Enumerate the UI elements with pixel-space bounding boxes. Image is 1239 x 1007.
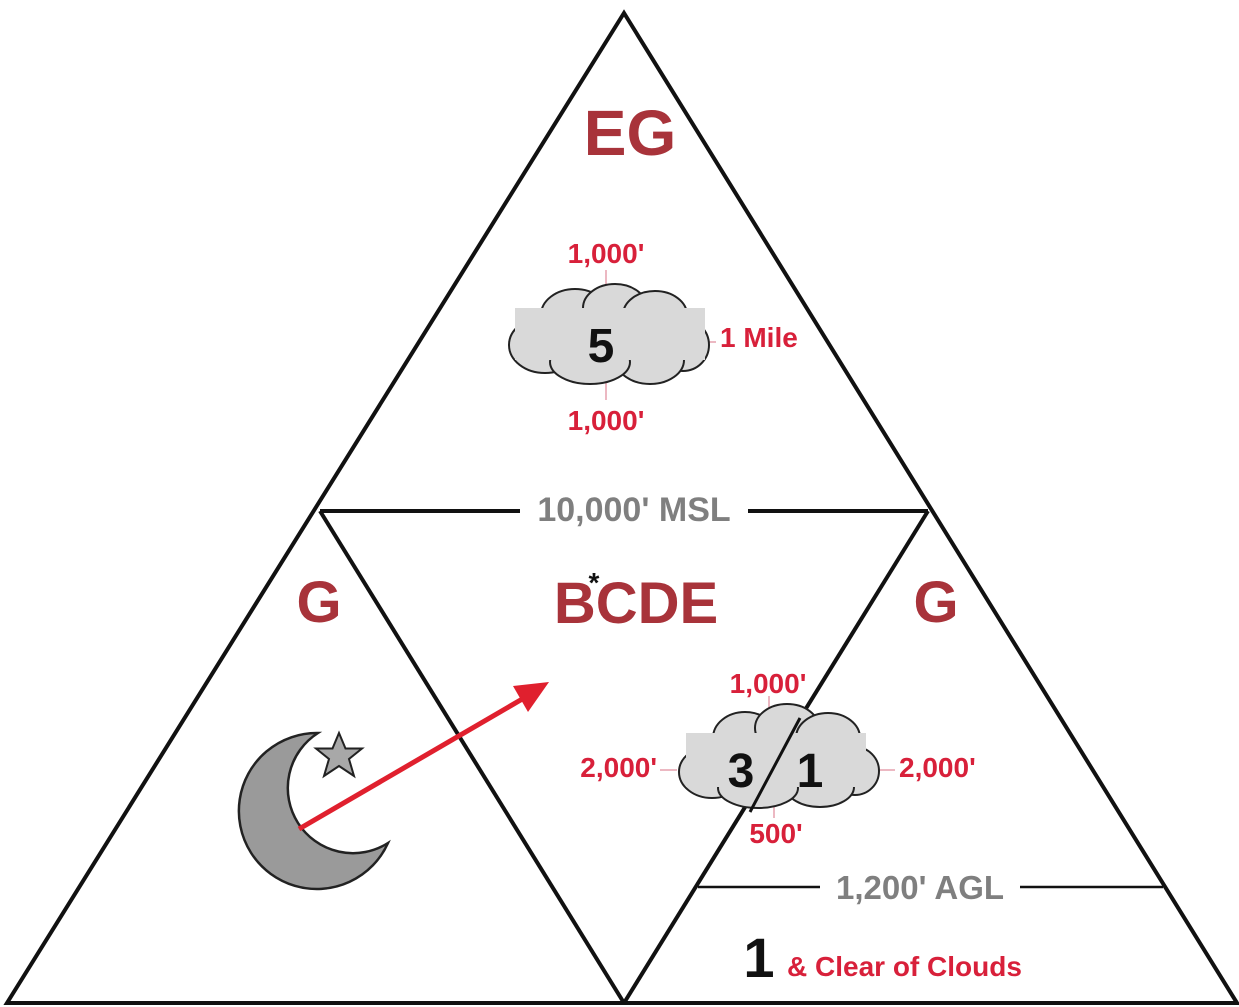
class-b-asterisk: * [589, 567, 600, 598]
top-cloud-horizontal-distance: 1 Mile [720, 322, 798, 353]
lower-visibility-right: 1 [797, 745, 824, 798]
left-class-label: G [296, 570, 341, 635]
inner-left-edge [318, 509, 626, 1005]
center-class-label: BCDE [554, 571, 718, 636]
top-class-label: EG [584, 97, 676, 169]
lower-visibility-left: 3 [728, 745, 755, 798]
night-icons [237, 730, 391, 891]
bottom-visibility-value: 1 [743, 926, 774, 989]
lower-cloud-below-distance: 500' [749, 818, 802, 849]
top-cloud-above-distance: 1,000' [568, 238, 645, 269]
lower-cloud-right-distance: 2,000' [899, 752, 976, 783]
clear-of-clouds-label: & Clear of Clouds [787, 951, 1022, 982]
star-icon [313, 730, 365, 779]
top-visibility-value: 5 [588, 320, 615, 373]
lower-cloud-left-distance: 2,000' [580, 752, 657, 783]
crescent-moon-icon [237, 731, 391, 891]
top-cloud-group: 5 [508, 270, 716, 400]
top-cloud-below-distance: 1,000' [568, 405, 645, 436]
right-class-label: G [913, 570, 958, 635]
lower-cloud-above-distance: 1,000' [730, 668, 807, 699]
arrow-icon [297, 682, 549, 832]
agl-altitude-label: 1,200' AGL [836, 869, 1004, 906]
msl-altitude-label: 10,000' MSL [537, 491, 730, 529]
lower-cloud-group: 3 1 [660, 696, 895, 818]
